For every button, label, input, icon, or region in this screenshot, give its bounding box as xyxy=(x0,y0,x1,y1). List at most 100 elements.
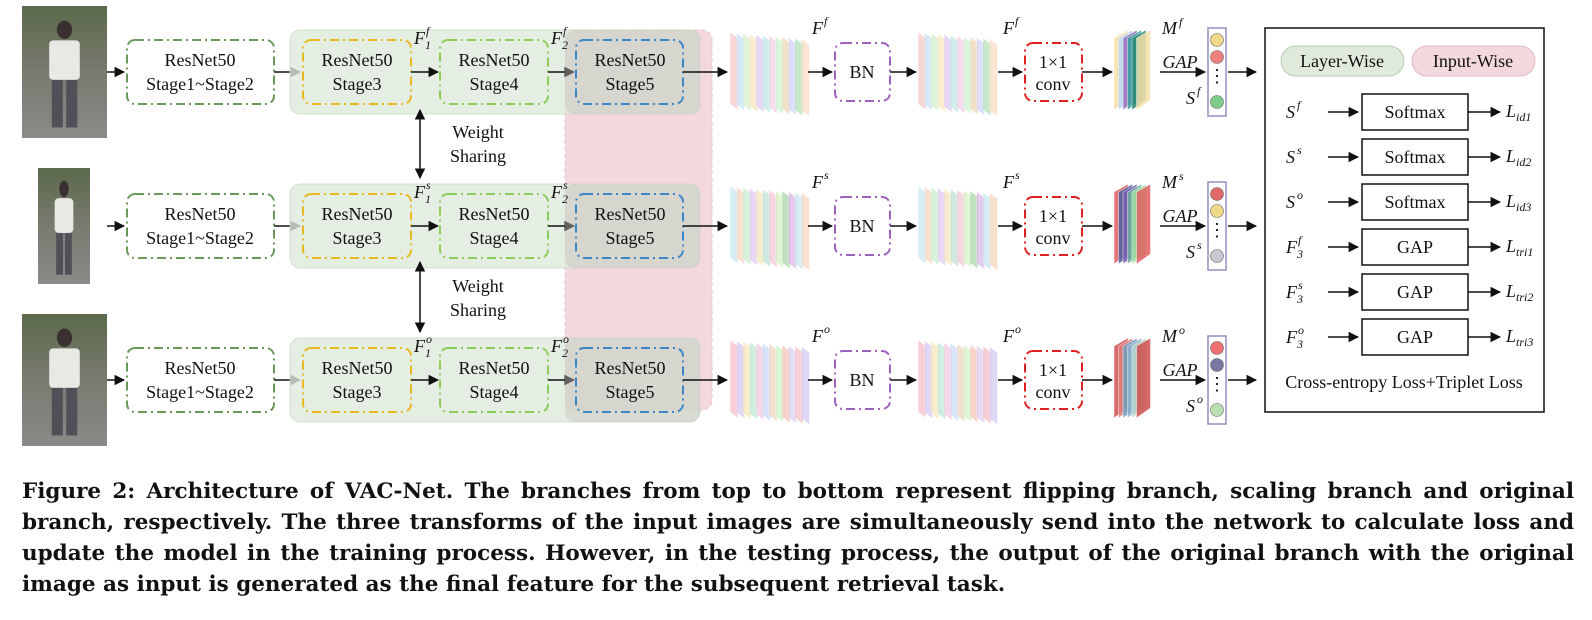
conv-block xyxy=(1024,350,1083,410)
feature-map-slice xyxy=(930,32,940,112)
svg-text:Input-Wise: Input-Wise xyxy=(1433,51,1513,71)
feature-map-slice xyxy=(775,35,784,115)
person-shirt xyxy=(54,198,74,233)
feature-map-slice xyxy=(956,343,966,423)
stage4-title: ResNet50 xyxy=(459,358,530,378)
person-leg-left xyxy=(51,79,63,128)
conv-label-top: 1×1 xyxy=(1039,206,1067,226)
feature-map-slice xyxy=(982,37,992,117)
conv-label-bottom: conv xyxy=(1036,382,1071,402)
stage12-block xyxy=(126,39,275,105)
bn-block xyxy=(834,42,891,102)
stage3-label: Stage3 xyxy=(333,74,382,94)
legend-op-box xyxy=(1361,228,1469,266)
f2-label: F2s xyxy=(550,178,568,206)
feature-map-slice xyxy=(943,341,953,421)
map-slice xyxy=(1136,183,1151,265)
legend-loss-symbol: Ltri1 xyxy=(1505,236,1533,259)
feature-map-slice xyxy=(917,31,927,111)
feature-map-slice xyxy=(729,339,739,419)
svg-text:Sharing: Sharing xyxy=(450,146,506,166)
branch-orig: ResNet50Stage1~Stage2ResNet50Stage3ResNe… xyxy=(22,314,1258,446)
f3-feature-stack xyxy=(729,339,810,426)
stage12-label: Stage1~Stage2 xyxy=(146,74,254,94)
stage5-label: Stage5 xyxy=(606,382,655,402)
stage4-title: ResNet50 xyxy=(459,50,530,70)
feature-map-slice xyxy=(969,190,979,270)
feature-map-slice xyxy=(729,31,739,111)
stage5-label: Stage5 xyxy=(606,228,655,248)
m-map-stack xyxy=(1113,337,1151,419)
legend-op-label: GAP xyxy=(1397,237,1433,257)
feature-map-slice xyxy=(788,344,797,424)
feature-map-slice xyxy=(788,36,797,116)
stage5-label: Stage5 xyxy=(606,74,655,94)
feature-map-slice xyxy=(781,36,791,116)
feature-map-slice xyxy=(943,33,953,113)
map-slice xyxy=(1136,29,1151,111)
feature-map-slice xyxy=(989,346,998,426)
feature-map-slice xyxy=(729,185,739,265)
person-head xyxy=(59,180,69,198)
score-vector xyxy=(1207,181,1227,271)
m-map-stack xyxy=(1113,29,1151,111)
conv-label-top: 1×1 xyxy=(1039,52,1067,72)
conv-label-top: 1×1 xyxy=(1039,360,1067,380)
feature-map-slice xyxy=(924,186,933,266)
legend-op-label: Softmax xyxy=(1385,102,1446,122)
feature-map-slice xyxy=(956,35,966,115)
feature-map-slice xyxy=(755,341,765,421)
overlap-region xyxy=(565,30,700,114)
feature-map-slice xyxy=(749,341,758,421)
feature-map-slice xyxy=(775,343,784,423)
f2-label: F2o xyxy=(550,332,569,360)
input-image-scale xyxy=(38,168,90,284)
feature-map-slice xyxy=(749,33,758,113)
feature-map-slice xyxy=(950,188,959,268)
feature-map-slice xyxy=(768,189,778,269)
feature-map-slice xyxy=(775,189,784,269)
gap-label: GAP xyxy=(1163,52,1198,72)
stage12-title: ResNet50 xyxy=(165,50,236,70)
feature-map-slice xyxy=(963,35,972,115)
feature-map-slice xyxy=(755,33,765,113)
feature-map-slice xyxy=(930,340,940,420)
stage4-label: Stage4 xyxy=(470,382,519,402)
feature-map-slice xyxy=(794,191,804,271)
overlap-region xyxy=(565,338,700,422)
stage12-label: Stage1~Stage2 xyxy=(146,228,254,248)
feature-map-slice xyxy=(976,190,985,270)
conv-block xyxy=(1024,196,1083,256)
stage12-block xyxy=(126,193,275,259)
feature-map-slice xyxy=(762,188,771,268)
score-dots: ⋮ xyxy=(1208,220,1226,240)
legend-loss-symbol: Ltri2 xyxy=(1505,281,1533,304)
feature-map-slice xyxy=(917,339,927,419)
feature-map-slice xyxy=(762,34,771,114)
stage3-title: ResNet50 xyxy=(322,50,393,70)
feature-map-slice xyxy=(982,345,992,425)
person-shirt xyxy=(49,40,80,80)
f1-label: F1o xyxy=(413,332,432,360)
feature-map-slice xyxy=(794,37,804,117)
score-dots: ⋮ xyxy=(1208,374,1226,394)
bn-block xyxy=(834,350,891,410)
person-leg-left xyxy=(56,232,63,275)
feature-map-slice xyxy=(969,344,979,424)
feature-map-slice xyxy=(963,189,972,269)
svg-text:Layer-Wise: Layer-Wise xyxy=(1300,51,1384,71)
svg-text:Weight: Weight xyxy=(452,276,504,296)
conv-block xyxy=(1024,42,1083,102)
feature-map-slice xyxy=(956,189,966,269)
f4-feature-stack xyxy=(917,31,998,118)
feature-map-slice xyxy=(736,186,745,266)
feature-map-slice xyxy=(801,346,810,426)
feature-map-slice xyxy=(788,190,797,270)
stage12-title: ResNet50 xyxy=(165,358,236,378)
